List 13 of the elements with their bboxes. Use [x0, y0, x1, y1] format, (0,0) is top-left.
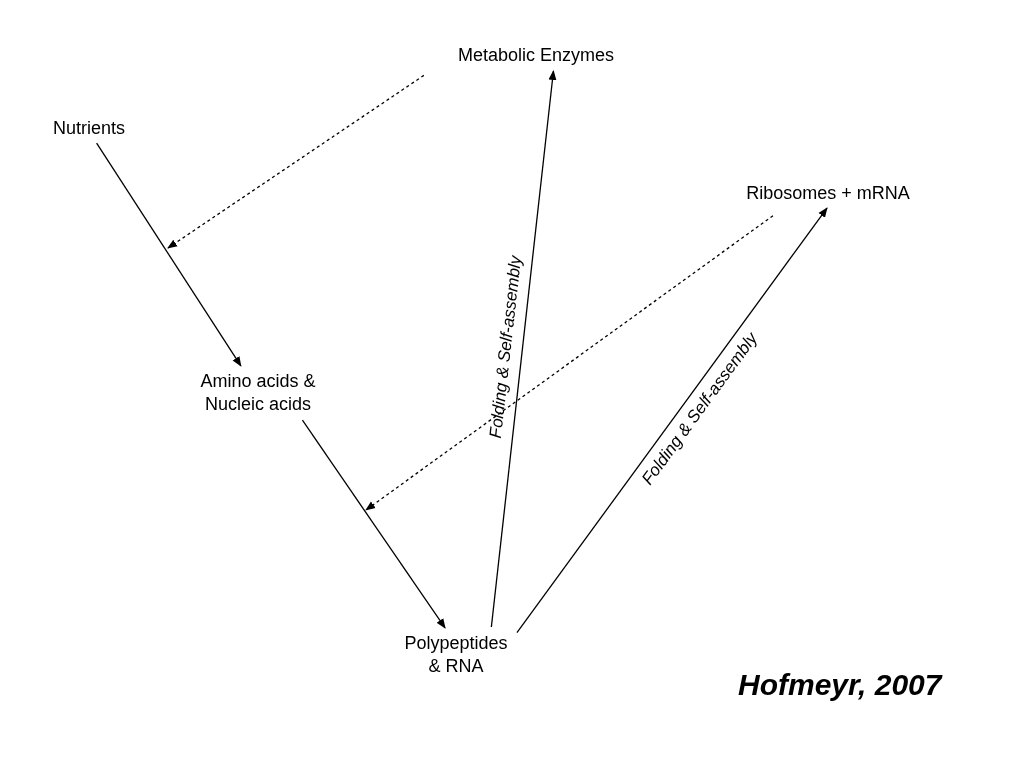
arrow	[516, 207, 828, 634]
arrow	[95, 142, 242, 367]
arrow	[490, 70, 557, 628]
node-label: Polypeptides & RNA	[403, 632, 509, 678]
node-label: Amino acids & Nucleic acids	[199, 370, 317, 416]
arrow	[301, 419, 446, 629]
node-label: Nutrients	[53, 116, 125, 140]
edge-label: Folding & Self-assembly	[486, 255, 527, 440]
node-label: Metabolic Enzymes	[457, 43, 615, 67]
dashed-arrow	[167, 74, 425, 249]
dashed-arrow	[365, 215, 774, 511]
citation: Hofmeyr, 2007	[738, 668, 942, 702]
node-label: Ribosomes + mRNA	[746, 181, 910, 205]
